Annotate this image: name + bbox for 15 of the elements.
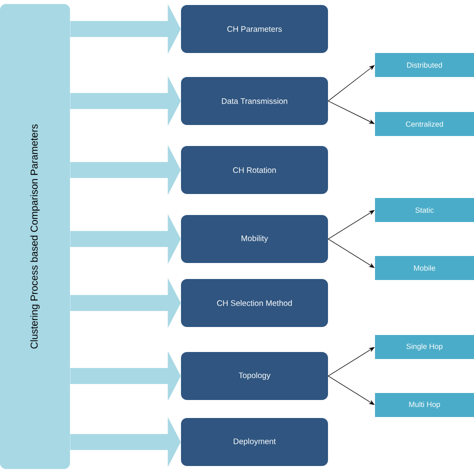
block-arrow bbox=[70, 145, 181, 195]
sidebar-box: Clustering Process based Comparison Parameters bbox=[0, 4, 70, 469]
category-box: CH Selection Method bbox=[181, 279, 328, 327]
category-box: Data Transmission bbox=[181, 77, 328, 125]
block-arrow bbox=[70, 278, 181, 328]
category-box: CH Parameters bbox=[181, 5, 328, 53]
block-arrow bbox=[70, 417, 181, 467]
category-box: CH Rotation bbox=[181, 146, 328, 194]
block-arrow bbox=[70, 214, 181, 264]
block-arrow bbox=[70, 76, 181, 126]
category-box: Topology bbox=[181, 352, 328, 400]
block-arrow bbox=[70, 4, 181, 54]
category-box: Deployment bbox=[181, 418, 328, 466]
block-arrow bbox=[70, 351, 181, 401]
category-box: Mobility bbox=[181, 215, 328, 263]
